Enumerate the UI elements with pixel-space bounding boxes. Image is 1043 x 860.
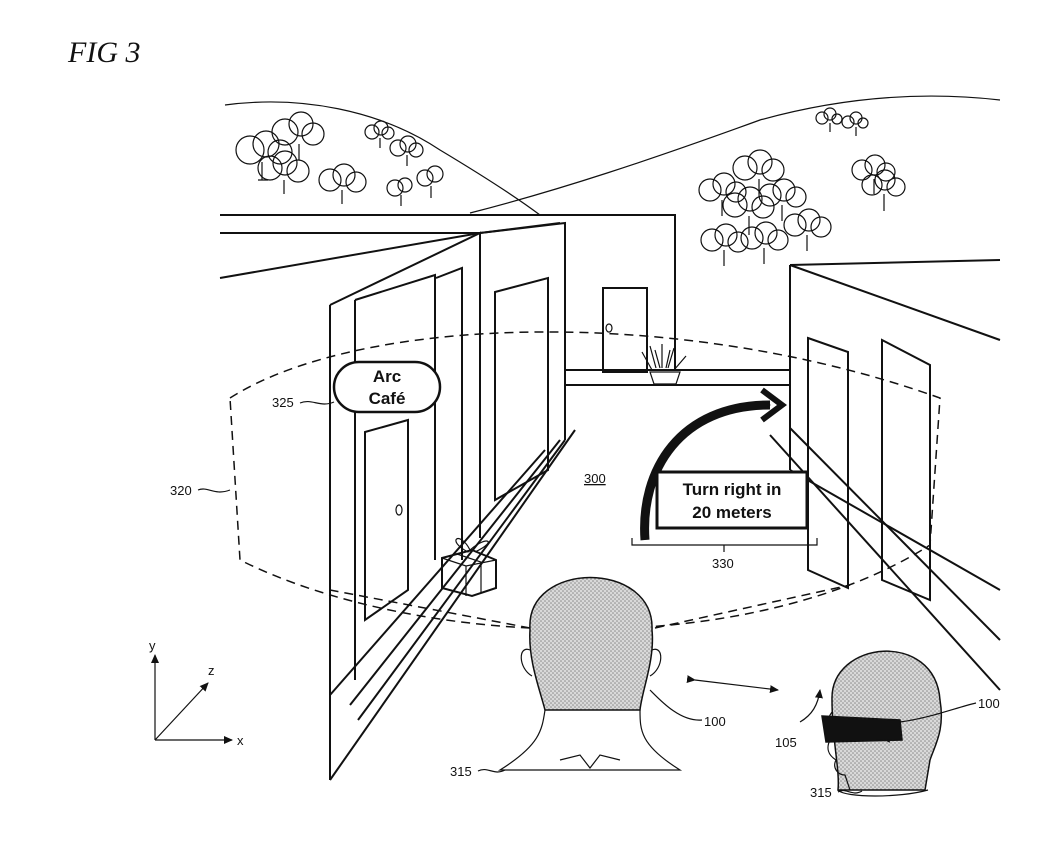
field-of-view-boundary	[229, 331, 941, 631]
trees-left	[235, 111, 444, 206]
motion-arrow	[799, 689, 823, 723]
hills	[224, 95, 1001, 216]
axis-x-label: x	[237, 733, 244, 748]
cafe-sign-line2: Café	[369, 389, 406, 408]
trees-right	[698, 107, 906, 266]
cafe-sign: Arc Café	[332, 360, 442, 414]
ref-100-back: 100	[704, 714, 726, 729]
nav-instruction-line1: Turn right in	[683, 480, 782, 499]
back-wall	[565, 287, 790, 386]
cafe-sign-line1: Arc	[373, 367, 401, 386]
ref-100-side: 100	[978, 696, 1000, 711]
user-head-back	[497, 576, 683, 771]
axis-z-label: z	[208, 663, 215, 678]
headset-device-icon	[821, 715, 903, 743]
ref-300: 300	[584, 471, 606, 486]
ref-315-side: 315	[810, 785, 832, 800]
nav-instruction-line2: 20 meters	[692, 503, 771, 522]
ref-315-back: 315	[450, 764, 472, 779]
ref-330: 330	[712, 556, 734, 571]
equivalence-arrow	[686, 675, 779, 694]
turn-right-arrow-icon	[640, 400, 771, 541]
figure-title: FIG 3	[67, 36, 140, 69]
gift-box-icon	[441, 538, 497, 598]
axis-triad: y x z	[149, 638, 244, 748]
ref-325: 325	[272, 395, 294, 410]
left-building	[219, 214, 676, 781]
ref-105: 105	[775, 735, 797, 750]
instruction-bracket	[631, 538, 818, 552]
nav-instruction-box: Turn right in 20 meters	[655, 470, 809, 530]
user-head-side	[821, 650, 943, 797]
ref-320: 320	[170, 483, 192, 498]
axis-y-label: y	[149, 638, 156, 653]
